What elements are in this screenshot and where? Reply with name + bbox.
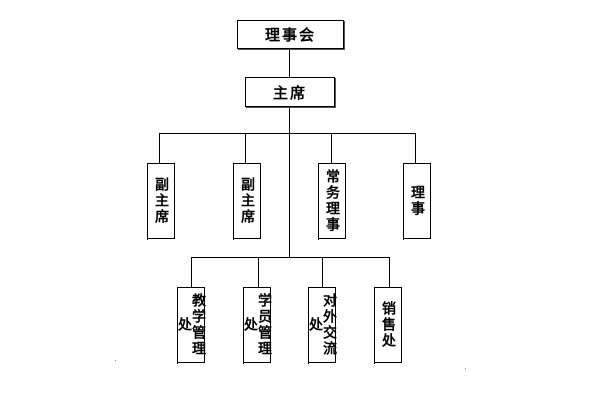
connector-upper-bus: [159, 133, 416, 134]
teaching-management-box: 教学管理处: [176, 287, 206, 364]
connector-upper-drop-2: [245, 133, 246, 163]
chairman-box: 主席: [245, 77, 335, 107]
connector-lower-drop-4: [389, 257, 390, 287]
connector-lower-drop-2: [258, 257, 259, 287]
vice-chair-box-1: 副主席: [147, 163, 175, 240]
speck-mark: [465, 368, 466, 369]
external-relations-box: 对外交流处: [307, 287, 337, 364]
connector-lower-drop-3: [322, 257, 323, 287]
executive-director-box: 常务理事: [318, 163, 346, 240]
vice-chair-box-2: 副主席: [233, 163, 261, 240]
speck-mark: [115, 360, 116, 361]
connector-lower-bus: [191, 257, 390, 258]
student-management-box: 学员管理处: [242, 287, 272, 364]
connector-root-to-chair: [289, 49, 290, 78]
connector-upper-drop-1: [159, 133, 160, 163]
connector-chair-trunk: [289, 107, 290, 258]
sales-box: 销售处: [374, 287, 402, 364]
director-box: 理事: [403, 163, 431, 240]
connector-upper-drop-3: [331, 133, 332, 163]
connector-lower-drop-1: [191, 257, 192, 287]
board-box: 理事会: [237, 20, 344, 49]
connector-upper-drop-4: [415, 133, 416, 163]
